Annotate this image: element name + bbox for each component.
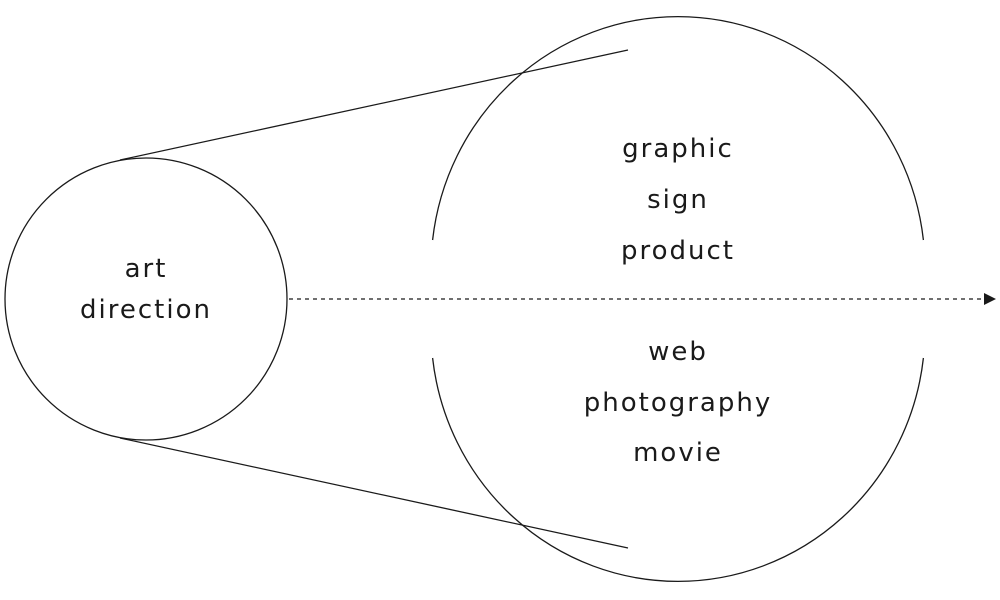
target-upper-item-3: product (621, 236, 735, 266)
source-label-line-2: direction (80, 295, 212, 325)
upper-tangent-line (119, 49, 629, 161)
source-circle (4, 157, 288, 441)
target-circle-upper-arc (431, 15, 925, 241)
source-label-line-1: art (125, 254, 168, 284)
target-lower-item-2: photography (584, 388, 773, 418)
arrow-head-icon (984, 293, 996, 305)
target-upper-item-1: graphic (622, 134, 734, 164)
target-circle-lower-arc (431, 357, 925, 583)
target-lower-item-1: web (648, 337, 708, 367)
lower-tangent-line (119, 437, 629, 549)
target-upper-item-2: sign (647, 185, 709, 215)
target-lower-item-3: movie (633, 438, 723, 468)
